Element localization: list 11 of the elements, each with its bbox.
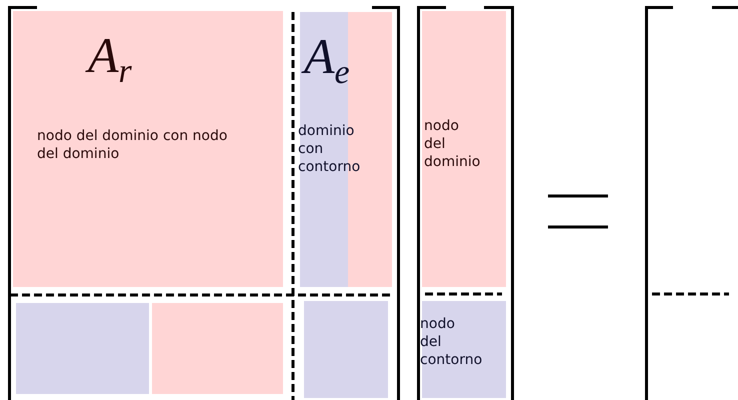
vector-block [422, 301, 506, 398]
block-label: nodo del dominio con nodo del dominio [37, 127, 228, 163]
matrix-block [304, 301, 388, 398]
vector-block [422, 11, 506, 287]
matrix-block [152, 303, 283, 394]
matrix-block [16, 303, 149, 394]
block-label: nodo del dominio [424, 117, 482, 171]
matrix-block [300, 12, 392, 287]
block-label: dominio con contorno [298, 122, 362, 176]
matrix-block [13, 11, 283, 287]
block-label: nodo del contorno [420, 315, 484, 369]
